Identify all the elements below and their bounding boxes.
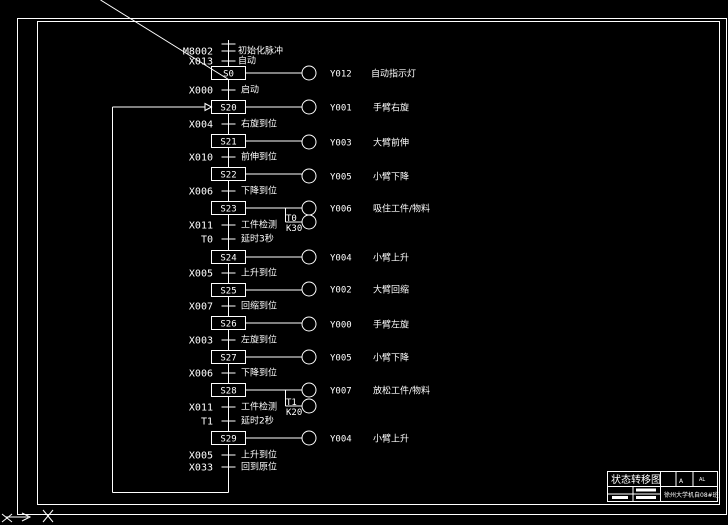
step-label: S26 [220, 320, 236, 330]
init-contact-note: 自动 [238, 55, 256, 67]
step-label: S20 [220, 104, 236, 114]
inner-border [37, 21, 720, 505]
transition-contact-label: X006 [189, 369, 213, 380]
transition-note: 下降到位 [241, 185, 277, 197]
output-address: Y005 [330, 354, 352, 364]
transition-note: 延时3秒 [241, 233, 274, 245]
step-label: S27 [220, 354, 236, 364]
transition-note: 右旋到位 [241, 118, 277, 130]
step-label: S21 [220, 138, 236, 148]
timer-address: T1 [286, 398, 297, 408]
output-address: Y004 [330, 435, 352, 445]
step-label: S22 [220, 171, 236, 181]
transition-contact-label: X011 [189, 221, 213, 232]
step-label: S25 [220, 287, 236, 297]
transition-note: 下降到位 [241, 367, 277, 379]
output-coil [301, 99, 317, 115]
output-coil [301, 168, 317, 184]
step-label: S0 [223, 70, 234, 80]
output-description: 小臂上升 [373, 433, 409, 445]
title-block: 状态转移图 AL A 徐州大学机自08#班 [607, 471, 719, 502]
step-label: S29 [220, 435, 236, 445]
transition-contact-label: X004 [189, 120, 213, 131]
transition-note: 回到原位 [241, 461, 277, 473]
init-contact-note: 初始化脉冲 [238, 45, 283, 57]
transition-contact-label: T0 [201, 235, 213, 246]
wire [100, 0, 229, 80]
output-address: Y000 [330, 321, 352, 331]
transition-contact-label: X011 [189, 403, 213, 414]
output-coil [301, 134, 317, 150]
transition-contact-label: X000 [189, 86, 213, 97]
output-description: 小臂上升 [373, 252, 409, 264]
transition-note: 回缩到位 [241, 300, 277, 312]
title-block-marker: A [679, 478, 684, 485]
title-block-title: 状态转移图 [611, 473, 661, 486]
transition-note: 上升到位 [241, 267, 277, 279]
output-description: 手臂右旋 [373, 102, 409, 114]
output-address: Y002 [330, 286, 352, 296]
output-address: Y003 [330, 139, 352, 149]
title-block-code: AL [699, 477, 705, 483]
output-coil [301, 398, 317, 414]
transition-note: 启动 [241, 84, 259, 96]
output-address: Y001 [330, 104, 352, 114]
output-coil [301, 281, 317, 297]
step-label: S23 [220, 205, 236, 215]
output-coil [301, 214, 317, 230]
output-address: Y005 [330, 173, 352, 183]
transition-note: 工件检测 [241, 401, 277, 413]
timer-address: T0 [286, 214, 297, 224]
title-block-fill-bar [636, 496, 656, 499]
transition-contact-label: X033 [189, 463, 213, 474]
transition-note: 延时2秒 [241, 415, 274, 427]
output-description: 小臂下降 [373, 352, 409, 364]
transition-contact-label: X010 [189, 153, 213, 164]
output-coil [301, 382, 317, 398]
title-block-fill-bar [612, 496, 628, 499]
outer-border [17, 18, 727, 515]
output-address: Y004 [330, 254, 352, 264]
init-contact-label: M8002 [183, 47, 213, 58]
output-description: 大臂回缩 [373, 284, 409, 296]
transition-note: 前伸到位 [241, 151, 277, 163]
transition-contact-label: X006 [189, 187, 213, 198]
return-arrow-icon [204, 102, 213, 112]
transition-contact-label: X005 [189, 269, 213, 280]
transition-contact-label: T1 [201, 417, 213, 428]
step-label: S28 [220, 387, 236, 397]
output-description: 放松工件/物料 [373, 385, 430, 397]
transition-contact-label: X007 [189, 302, 213, 313]
transition-note: 左旋到位 [241, 334, 277, 346]
output-coil [301, 249, 317, 265]
transition-contact-label: X003 [189, 336, 213, 347]
timer-setpoint: K30 [286, 224, 302, 234]
output-coil [301, 65, 317, 81]
transition-note: 上升到位 [241, 449, 277, 461]
timer-setpoint: K20 [286, 408, 302, 418]
output-description: 小臂下降 [373, 171, 409, 183]
output-coil [301, 349, 317, 365]
title-block-school: 徐州大学机自08#班 [664, 491, 719, 499]
output-address: Y006 [330, 205, 352, 215]
title-block-fill-bar [636, 488, 656, 492]
output-address: Y007 [330, 387, 352, 397]
output-coil [301, 316, 317, 332]
output-coil [301, 430, 317, 446]
ucs-axis-icon [1, 509, 54, 523]
output-description: 吸住工件/物料 [373, 203, 430, 215]
step-label: S24 [220, 254, 236, 264]
output-description: 手臂左旋 [373, 319, 409, 331]
transition-contact-label: X005 [189, 451, 213, 462]
transition-note: 工件检测 [241, 219, 277, 231]
output-description: 自动指示灯 [371, 68, 416, 80]
output-address: Y012 [330, 70, 352, 80]
output-description: 大臂前伸 [373, 137, 409, 149]
